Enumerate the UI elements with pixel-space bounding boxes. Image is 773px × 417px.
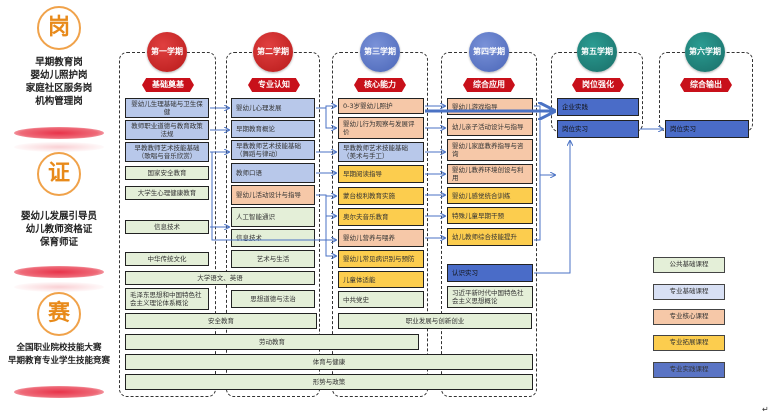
course-s2-3: 早教教师艺术技能基础（舞蹈与律动）: [231, 140, 315, 160]
course-s2-2: 早期教育概论: [231, 120, 315, 138]
course-s3-5: 蒙台梭利教育实施: [338, 187, 424, 205]
course-s4-2: 幼儿亲子活动设计与指导: [447, 118, 533, 136]
course-s4-9: 习近平新时代中国特色社会主义思想概论: [447, 286, 533, 308]
badge-gang: 岗: [37, 6, 81, 50]
course-s3-4: 早期阅读指导: [338, 165, 424, 183]
course-s4-1: 婴幼儿游戏指导: [447, 98, 533, 115]
course-s2-8: 艺术与生活: [231, 250, 315, 268]
course-s1-2: 教师职业道德与教育政策法规: [125, 120, 209, 140]
course-s1-1: 婴幼儿生理基础与卫生保健: [125, 98, 209, 118]
certificate-item: 婴幼儿发展引导员: [20, 211, 97, 222]
course-s3-6: 奥尔夫音乐教育: [338, 208, 424, 226]
legend-public-basic: 公共基础课程: [653, 257, 725, 273]
semester-6-circle: 第六学期: [685, 32, 725, 72]
course-s3-8: 婴幼儿常见病识别与预防: [338, 250, 424, 268]
divider-glow: [14, 142, 104, 152]
course-s2-7: 信息技术: [231, 229, 315, 247]
course-s3-3: 早教教师艺术技能基础（美术与手工）: [338, 142, 424, 162]
job-item: 早期教育岗: [35, 57, 83, 68]
semester-3-circle: 第三学期: [360, 32, 400, 72]
course-s2-4: 教师口语: [231, 163, 315, 183]
divider-ellipse: [14, 127, 104, 139]
course-s1-5: 大学生心理健康教育: [125, 186, 209, 200]
certificate-item: 保育师证: [39, 237, 78, 248]
legend-professional-practice: 专业实践课程: [653, 362, 725, 378]
course-s3-7: 婴幼儿营养与喂养: [338, 229, 424, 247]
semester-5-tag: 岗位强化: [572, 78, 624, 92]
course-situation-policy: 形势与政策: [125, 374, 533, 390]
divider-ellipse: [14, 266, 104, 278]
course-career: 职业发展与创新创业: [338, 313, 532, 329]
badge-zheng: 证: [37, 152, 81, 196]
course-s4-5: 婴幼儿感觉统合训练: [447, 187, 533, 204]
legend-professional-extension: 专业拓展课程: [653, 335, 725, 351]
job-item: 机构管理岗: [35, 96, 83, 107]
course-s1-7: 中华传统文化: [125, 252, 209, 266]
semester-1-circle: 第一学期: [147, 32, 187, 72]
semester-4-tag: 综合应用: [463, 78, 515, 92]
course-labor: 劳动教育: [125, 334, 419, 350]
legend-professional-basic: 专业基础课程: [653, 284, 725, 300]
course-ideology-law: 思想道德与法治: [231, 290, 315, 308]
semester-5-circle: 第五学期: [577, 32, 617, 72]
job-item: 婴幼儿照护岗: [30, 70, 88, 81]
certificate-list: 婴幼儿发展引导员 幼儿教师资格证 保育师证: [0, 210, 118, 249]
course-s3-9: 儿童体适能: [338, 271, 424, 288]
job-list: 早期教育岗 婴幼儿照护岗 家庭社区服务岗 机构管理岗: [0, 56, 118, 108]
course-s4-7: 幼儿教师综合技能提升: [447, 228, 533, 246]
divider-glow: [14, 282, 104, 292]
return-mark: ↵: [762, 405, 769, 414]
semester-6-tag: 综合输出: [680, 78, 732, 92]
course-s2-5: 婴幼儿活动设计与指导: [231, 185, 315, 205]
semester-4-circle: 第四学期: [469, 32, 509, 72]
course-s4-6: 特殊儿童早期干预: [447, 207, 533, 224]
arrow: [534, 141, 570, 274]
legend-professional-core: 专业核心课程: [653, 309, 725, 325]
course-s6-1: 岗位实习: [665, 120, 749, 138]
course-safety: 安全教育: [125, 313, 317, 329]
course-s4-8: 认识实习: [447, 264, 533, 282]
competition-list: 全国职业院校技能大赛 早期教育专业学生技能竞赛: [0, 342, 118, 368]
course-s1-6: 信息技术: [125, 220, 209, 234]
course-s4-4: 婴幼儿教养环境创设与利用: [447, 164, 533, 184]
course-s5-2: 岗位实习: [557, 120, 639, 138]
course-s1-3: 早教教师艺术技能基础（歌唱与音乐欣赏）: [125, 142, 209, 162]
course-s2-1: 婴幼儿心理发展: [231, 98, 315, 118]
semester-2-tag: 专业认知: [248, 78, 300, 92]
course-s5-1: 企业实践: [557, 98, 639, 116]
competition-item: 全国职业院校技能大赛: [16, 343, 102, 353]
course-s2-6: 人工智能通识: [231, 207, 315, 227]
competition-item: 早期教育专业学生技能竞赛: [7, 356, 110, 366]
semester-1-tag: 基础奠基: [142, 78, 194, 92]
course-pe-health: 体育与健康: [125, 354, 533, 370]
semester-2-circle: 第二学期: [253, 32, 293, 72]
course-s3-10: 中共党史: [338, 291, 424, 308]
course-college-chinese-english: 大学语文、英语: [125, 271, 315, 285]
job-item: 家庭社区服务岗: [25, 83, 93, 94]
course-s3-1: 0-3岁婴幼儿照护: [338, 98, 424, 114]
course-s1-4: 国家安全教育: [125, 166, 209, 180]
course-s4-3: 婴幼儿家庭教养指导与咨询: [447, 139, 533, 161]
semester-3-tag: 核心能力: [354, 78, 406, 92]
divider-ellipse: [14, 386, 104, 398]
certificate-item: 幼儿教师资格证: [25, 224, 93, 235]
course-s3-2: 婴幼儿行为观察与发展评价: [338, 117, 424, 139]
course-mao-thought: 毛泽东思想和中国特色社会主义理论体系概论: [125, 288, 209, 310]
badge-sai: 赛: [37, 292, 81, 336]
